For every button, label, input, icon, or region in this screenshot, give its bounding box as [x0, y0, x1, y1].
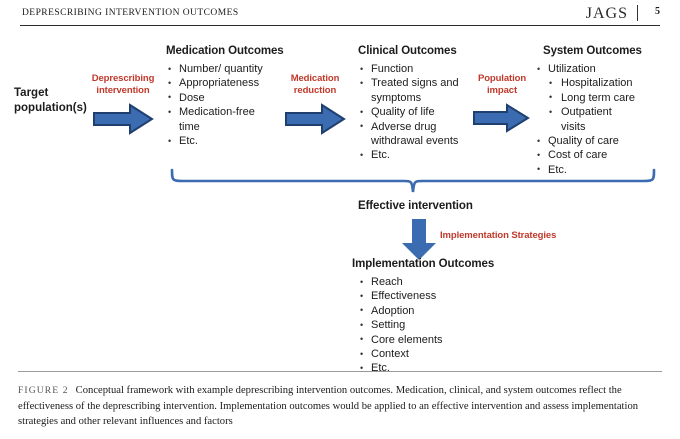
list-item-continuation: withdrawal events	[371, 135, 459, 148]
list-item: Etc.	[166, 134, 291, 149]
list-item: Adverse drug	[358, 119, 473, 134]
list-implementation-outcomes: Reach Effectiveness Adoption Setting Cor…	[358, 274, 508, 376]
list-item-sub: Long term care	[535, 90, 670, 105]
caption-rule	[18, 371, 662, 372]
list-item: Etc.	[358, 361, 508, 376]
column-title-clinical-outcomes: Clinical Outcomes	[358, 45, 457, 57]
list-item-continuation: symptoms	[371, 91, 422, 104]
arrow-right-population-impact	[473, 103, 530, 133]
arrow-right-medication-reduction	[285, 103, 346, 135]
list-item: Etc.	[358, 148, 473, 163]
list-item: Number/ quantity	[166, 61, 291, 76]
connector-label-population-impact: Population impact	[477, 73, 527, 96]
list-item: Treated signs and	[358, 76, 473, 91]
list-item: Core elements	[358, 332, 508, 347]
figure-caption-label: FIGURE 2	[18, 385, 69, 396]
header-divider	[637, 5, 638, 21]
column-title-system-outcomes: System Outcomes	[543, 45, 642, 57]
page-running-head: DEPRESCRIBING INTERVENTION OUTCOMES JAGS…	[0, 0, 680, 30]
list-item: Setting	[358, 318, 508, 333]
list-item: Function	[358, 61, 473, 76]
list-system-outcomes: Utilization Hospitalization Long term ca…	[535, 61, 670, 177]
list-item: Effectiveness	[358, 289, 508, 304]
list-item: Quality of care	[535, 134, 670, 149]
connector-label-medication-reduction: Medication reduction	[290, 73, 340, 96]
connector-label-deprescribing-intervention: Deprescribing intervention	[91, 73, 155, 96]
figure-caption-text: Conceptual framework with example depres…	[18, 385, 639, 427]
column-title-medication-outcomes: Medication Outcomes	[166, 45, 284, 57]
start-node-line1: Target	[14, 87, 49, 99]
journal-name: JAGS	[585, 5, 628, 22]
list-item-continuation: visits	[561, 120, 586, 133]
list-medication-outcomes: Number/ quantity Appropriateness Dose Me…	[166, 61, 291, 149]
list-item: Adoption	[358, 303, 508, 318]
list-item: Reach	[358, 274, 508, 289]
list-clinical-outcomes: Function Treated signs and symptoms Qual…	[358, 61, 473, 163]
figure-2-diagram: Target population(s) Deprescribing inter…	[0, 30, 680, 376]
arrow-right-deprescribing-intervention	[93, 103, 154, 135]
running-head-title: DEPRESCRIBING INTERVENTION OUTCOMES	[22, 8, 239, 18]
list-item-sub: Hospitalization	[535, 76, 670, 91]
list-item: Quality of life	[358, 105, 473, 120]
page-number: 5	[655, 6, 660, 17]
list-item: Medication-free	[166, 105, 291, 120]
header-rule	[20, 25, 660, 27]
list-item: Cost of care	[535, 148, 670, 163]
list-item: Context	[358, 347, 508, 362]
list-item-continuation: time	[179, 120, 200, 133]
implementation-strategies-label: Implementation Strategies	[440, 230, 557, 241]
list-item-sub: Outpatient	[535, 105, 670, 120]
arrow-down-implementation	[402, 219, 436, 260]
list-item: Etc.	[535, 162, 670, 177]
outcomes-bracket-connector	[170, 168, 656, 193]
effective-intervention-label: Effective intervention	[358, 200, 473, 212]
list-item: Dose	[166, 90, 291, 105]
list-item: Utilization	[535, 61, 670, 76]
list-item: Appropriateness	[166, 76, 291, 91]
start-node-line2: population(s)	[14, 102, 87, 114]
implementation-outcomes-title: Implementation Outcomes	[352, 258, 495, 270]
